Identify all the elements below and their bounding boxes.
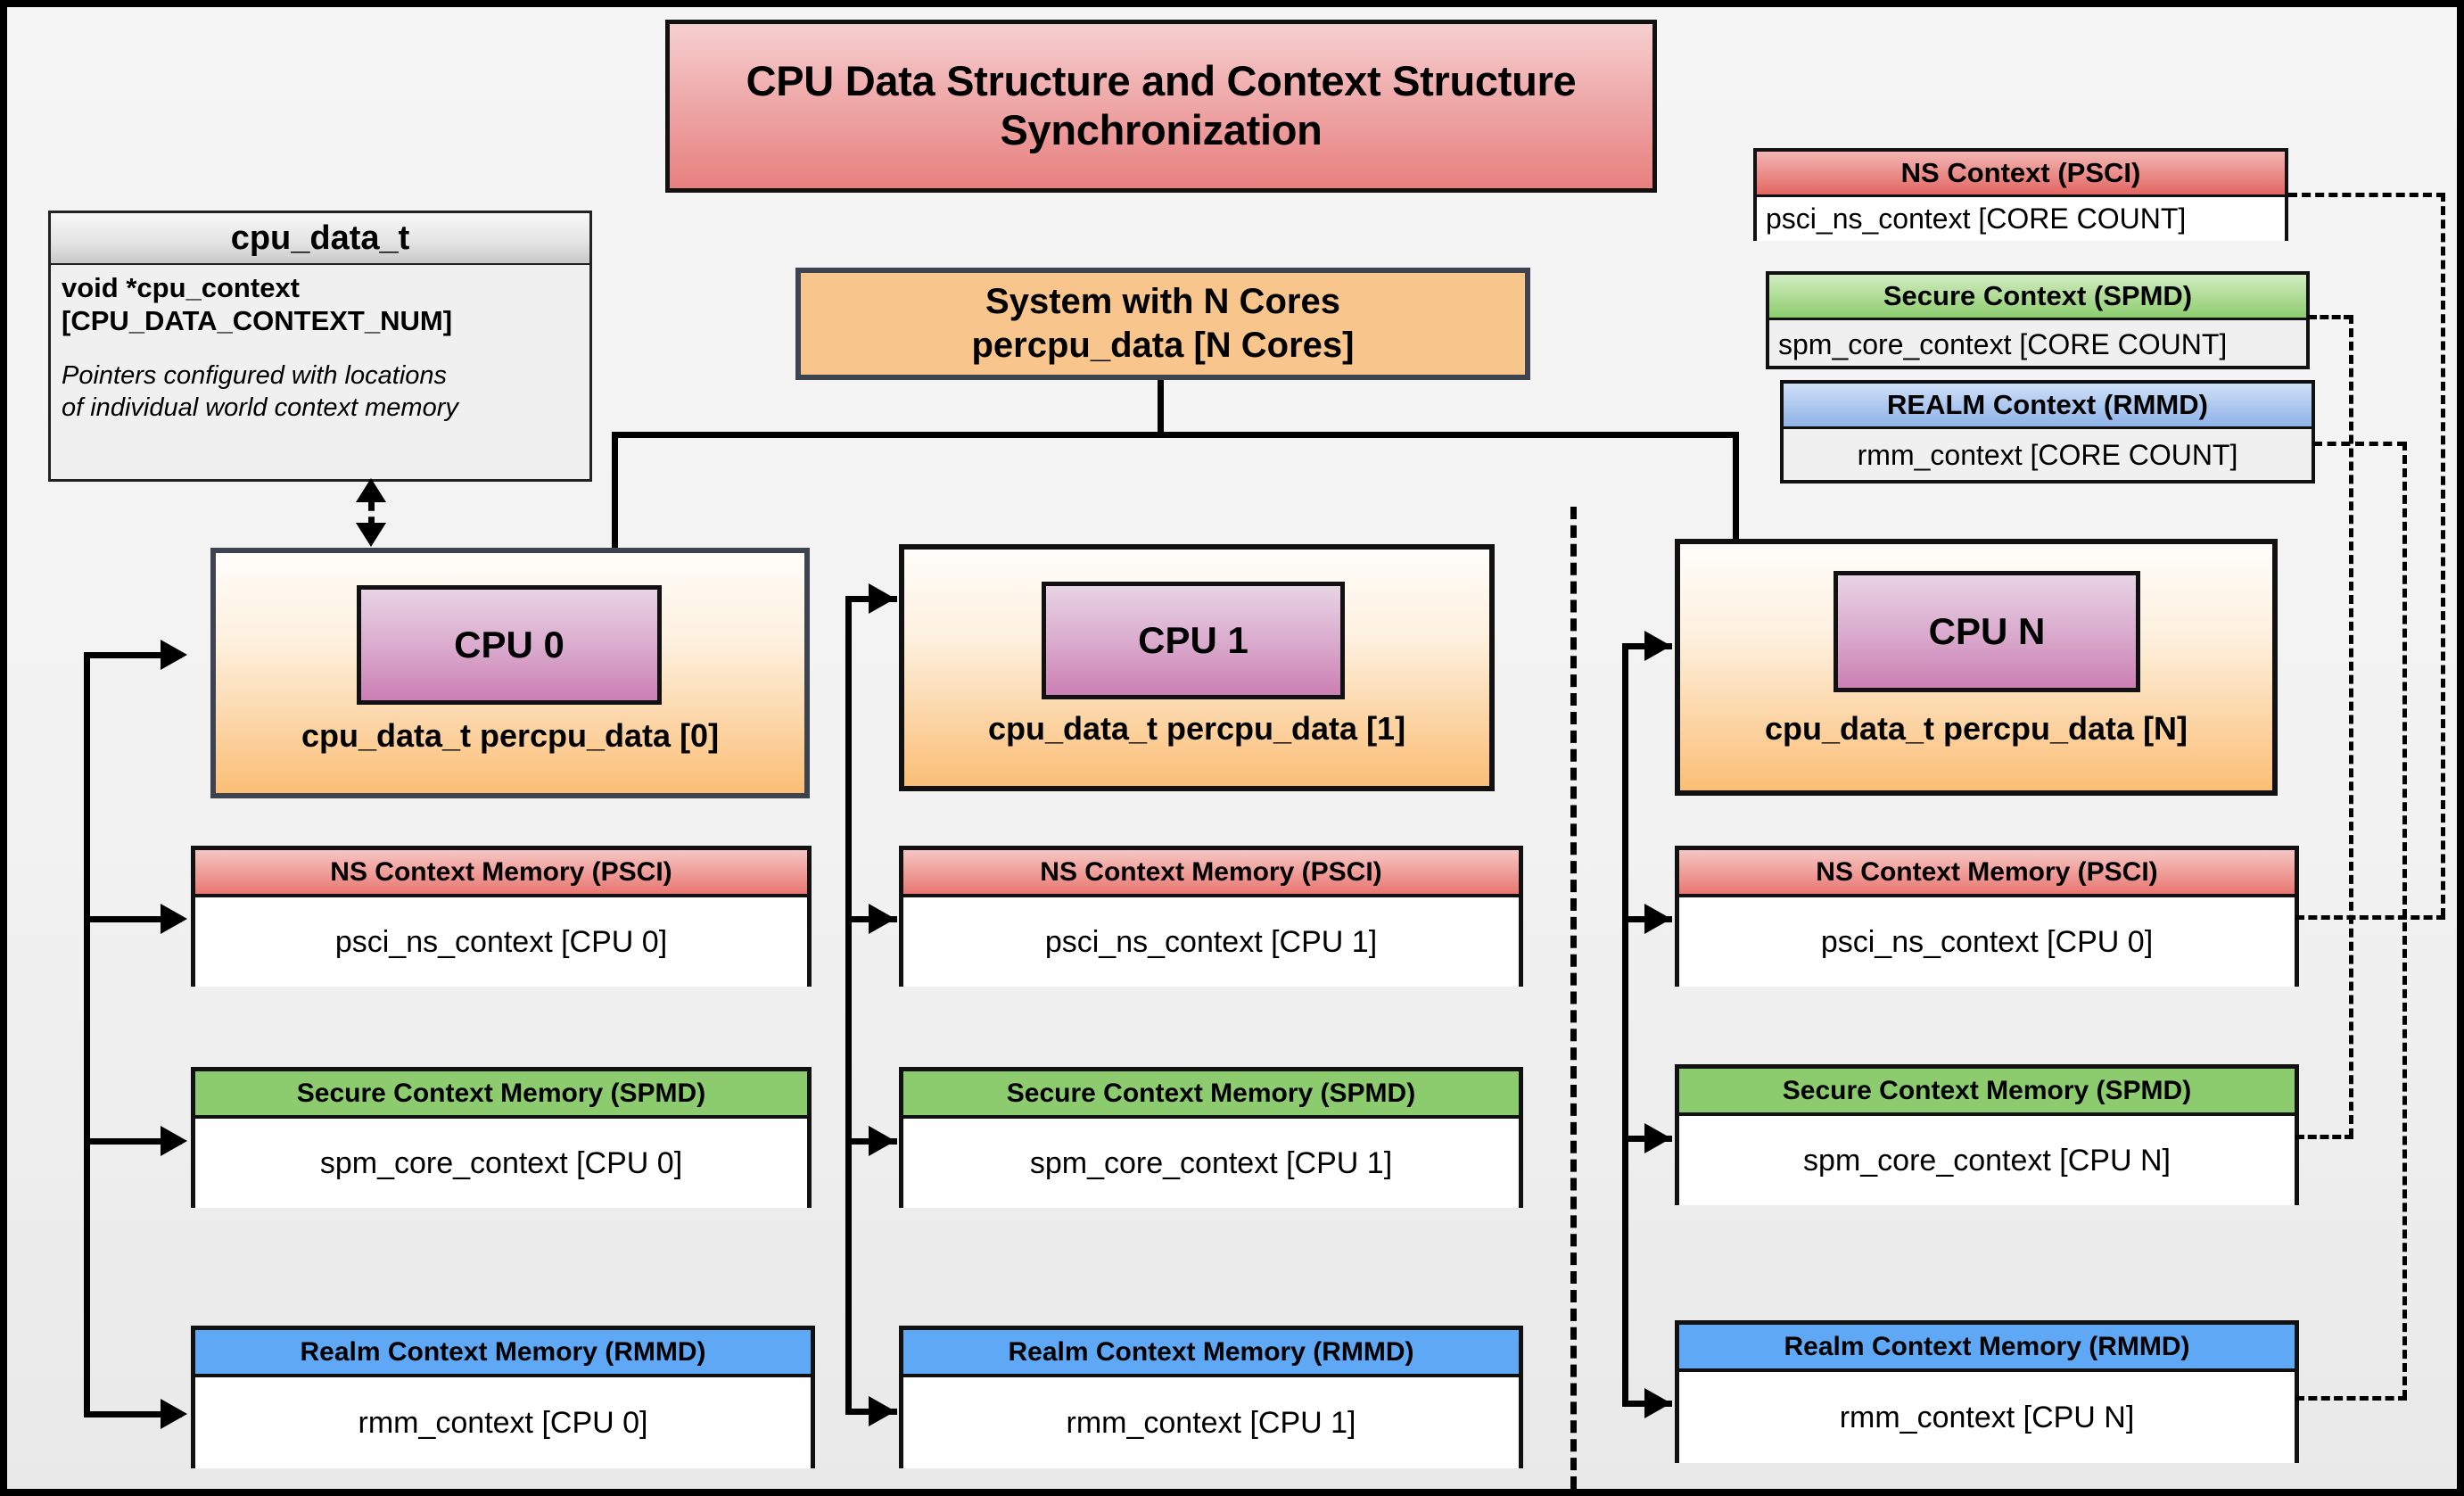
- legend-ns-context-body: psci_ns_context [CORE COUNT]: [1757, 197, 2285, 241]
- realm-link-bottom-segment: [2295, 1396, 2407, 1401]
- cpu-1-percpu-label: cpu_data_t percpu_data [1]: [987, 710, 1406, 747]
- legend-ns-context-box: NS Context (PSCI) psci_ns_context [CORE …: [1753, 148, 2288, 241]
- cpu-n-arrow-ns: [1644, 904, 1671, 934]
- cpu-n-ns-memory-body: psci_ns_context [CPU 0]: [1679, 897, 2295, 987]
- cpu-0-ns-memory-header: NS Context Memory (PSCI): [195, 850, 807, 897]
- cpu-0-pointer-branch-ns: [84, 916, 182, 922]
- cpu-1-ns-context-memory: NS Context Memory (PSCI) psci_ns_context…: [899, 846, 1523, 987]
- cpu-0-arrow-ns: [161, 904, 187, 934]
- cpu-1-secure-memory-body: spm_core_context [CPU 1]: [903, 1119, 1519, 1208]
- cpu-n-percpu-label: cpu_data_t percpu_data [N]: [1764, 710, 2188, 747]
- secure-link-vertical-lane: [2349, 315, 2353, 1137]
- cpu-0-secure-memory-body: spm_core_context [CPU 0]: [195, 1119, 807, 1208]
- cpu-n-block: CPU N cpu_data_t percpu_data [N]: [1675, 539, 2278, 796]
- cpu-1-arrow-ns: [869, 904, 895, 934]
- cpu-1-realm-memory-header: Realm Context Memory (RMMD): [903, 1330, 1519, 1377]
- system-bus-drop-cpun: [1733, 432, 1739, 542]
- cpu-data-t-struct-name: cpu_data_t: [51, 213, 589, 265]
- cpu-n-ns-memory-header: NS Context Memory (PSCI): [1679, 850, 2295, 897]
- legend-realm-context-box: REALM Context (RMMD) rmm_context [CORE C…: [1780, 380, 2315, 484]
- cpu-data-t-struct-body: void *cpu_context[CPU_DATA_CONTEXT_NUM] …: [51, 265, 589, 424]
- cpu-0-realm-memory-body: rmm_context [CPU 0]: [195, 1377, 811, 1468]
- cpu-n-arrow-realm: [1644, 1388, 1671, 1418]
- column-separator-dashed: [1570, 507, 1577, 1489]
- secure-link-top-segment: [2308, 315, 2353, 319]
- cpu-1-realm-context-memory: Realm Context Memory (RMMD) rmm_context …: [899, 1326, 1523, 1468]
- legend-ns-context-header: NS Context (PSCI): [1757, 152, 2285, 197]
- cpu-0-percpu-label: cpu_data_t percpu_data [0]: [301, 717, 720, 754]
- cpu-0-pointer-branch-secure: [84, 1138, 182, 1145]
- cpu-1-realm-memory-body: rmm_context [CPU 1]: [903, 1377, 1519, 1468]
- diagram-canvas: CPU Data Structure and Context Structure…: [7, 7, 2457, 1489]
- cpu-n-realm-memory-header: Realm Context Memory (RMMD): [1679, 1325, 2295, 1372]
- cpu-0-chip: CPU 0: [357, 585, 662, 705]
- legend-realm-context-body: rmm_context [CORE COUNT]: [1857, 439, 2238, 471]
- diagram-title-text: CPU Data Structure and Context Structure…: [746, 57, 1577, 153]
- cpu-1-block: CPU 1 cpu_data_t percpu_data [1]: [899, 544, 1495, 791]
- system-bus-horizontal: [612, 432, 1739, 438]
- cpu-0-arrow-secure: [161, 1126, 187, 1156]
- cpu-1-arrow-secure: [869, 1126, 895, 1156]
- cpu-n-realm-context-memory: Realm Context Memory (RMMD) rmm_context …: [1675, 1320, 2299, 1463]
- cpu-1-secure-memory-header: Secure Context Memory (SPMD): [903, 1071, 1519, 1119]
- cpu-0-pointer-branch-realm: [84, 1411, 182, 1417]
- system-n-cores-box: System with N Cores percpu_data [N Cores…: [795, 268, 1530, 380]
- cpu-0-block: CPU 0 cpu_data_t percpu_data [0]: [210, 548, 810, 798]
- cpu-1-arrow-realm: [869, 1396, 895, 1426]
- sync-arrow-down-head: [356, 523, 386, 547]
- diagram-title: CPU Data Structure and Context Structure…: [665, 20, 1657, 193]
- secure-link-bottom-segment: [2295, 1135, 2353, 1139]
- cpu-n-realm-memory-body: rmm_context [CPU N]: [1679, 1372, 2295, 1463]
- cpu-n-chip: CPU N: [1834, 571, 2140, 692]
- cpu-0-arrow-block: [161, 640, 187, 670]
- cpu-n-arrow-secure: [1644, 1123, 1671, 1153]
- legend-realm-context-header: REALM Context (RMMD): [1784, 384, 2312, 429]
- cpu-n-secure-memory-body: spm_core_context [CPU N]: [1679, 1116, 2295, 1205]
- cpu-0-secure-context-memory: Secure Context Memory (SPMD) spm_core_co…: [191, 1067, 812, 1208]
- ns-link-vertical-lane: [2441, 193, 2445, 917]
- cpu-1-ns-memory-body: psci_ns_context [CPU 1]: [903, 897, 1519, 987]
- system-n-cores-text: System with N Cores percpu_data [N Cores…: [971, 282, 1355, 365]
- system-bus-stem: [1158, 380, 1164, 437]
- cpu-0-pointer-branch-block: [84, 652, 182, 658]
- realm-link-top-segment: [2313, 442, 2406, 446]
- cpu-0-pointer-bus: [84, 652, 90, 1417]
- cpu-data-t-struct-box: cpu_data_t void *cpu_context[CPU_DATA_CO…: [48, 211, 592, 482]
- cpu-n-secure-memory-header: Secure Context Memory (SPMD): [1679, 1069, 2295, 1116]
- realm-link-vertical-lane: [2402, 442, 2407, 1399]
- legend-secure-context-box: Secure Context (SPMD) spm_core_context […: [1766, 271, 2310, 369]
- cpu-0-secure-memory-header: Secure Context Memory (SPMD): [195, 1071, 807, 1119]
- cpu-0-realm-memory-header: Realm Context Memory (RMMD): [195, 1330, 811, 1377]
- cpu-0-realm-context-memory: Realm Context Memory (RMMD) rmm_context …: [191, 1326, 815, 1468]
- cpu-1-secure-context-memory: Secure Context Memory (SPMD) spm_core_co…: [899, 1067, 1523, 1208]
- cpu-0-ns-memory-body: psci_ns_context [CPU 0]: [195, 897, 807, 987]
- legend-secure-context-body: spm_core_context [CORE COUNT]: [1778, 328, 2228, 360]
- cpu-n-secure-context-memory: Secure Context Memory (SPMD) spm_core_co…: [1675, 1064, 2299, 1205]
- sync-arrow-up-head: [356, 478, 386, 502]
- sync-arrow-dashed-line: [368, 500, 375, 528]
- system-bus-drop-cpu0: [612, 432, 618, 548]
- legend-secure-context-header: Secure Context (SPMD): [1769, 275, 2306, 320]
- cpu-1-pointer-bus: [845, 596, 852, 1415]
- cpu-n-arrow-block: [1644, 631, 1671, 661]
- cpu-n-pointer-bus: [1622, 643, 1628, 1407]
- cpu-1-chip: CPU 1: [1042, 582, 1345, 699]
- cpu-0-ns-context-memory: NS Context Memory (PSCI) psci_ns_context…: [191, 846, 812, 987]
- ns-link-bottom-segment: [2295, 915, 2445, 920]
- cpu-n-ns-context-memory: NS Context Memory (PSCI) psci_ns_context…: [1675, 846, 2299, 987]
- cpu-1-arrow-block: [869, 583, 895, 614]
- ns-link-top-segment: [2288, 193, 2445, 197]
- cpu-1-ns-memory-header: NS Context Memory (PSCI): [903, 850, 1519, 897]
- cpu-0-arrow-realm: [161, 1399, 187, 1429]
- cpu-data-t-field: void *cpu_context[CPU_DATA_CONTEXT_NUM]: [62, 272, 453, 336]
